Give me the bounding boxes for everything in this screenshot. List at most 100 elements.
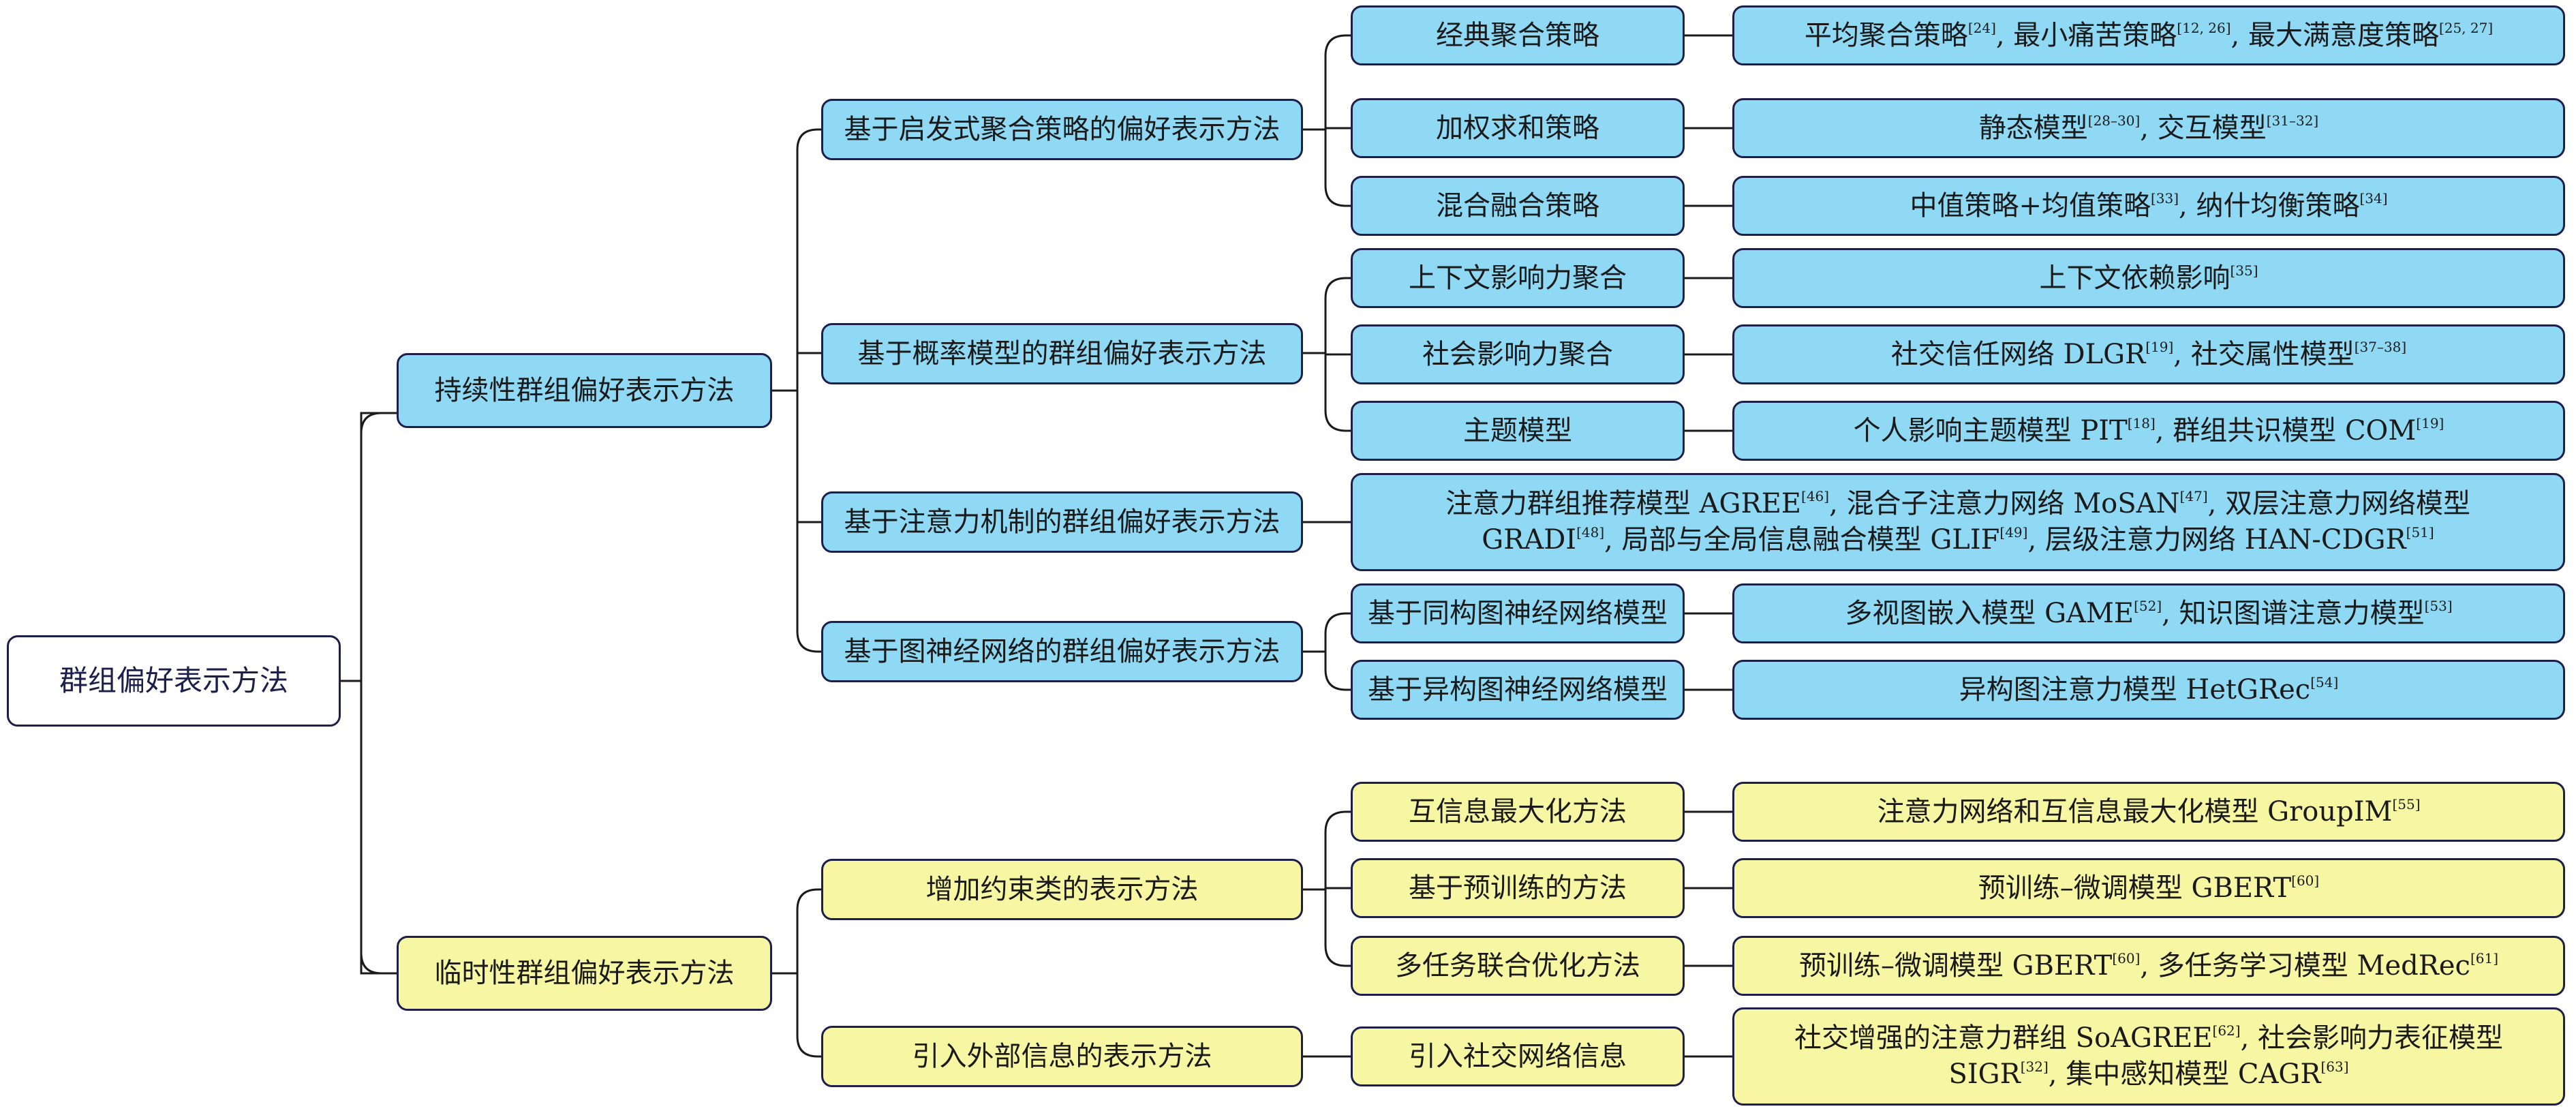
- node-constraint: 增加约束类的表示方法: [821, 859, 1303, 920]
- homo-label: 基于同构图神经网络模型: [1368, 597, 1668, 629]
- mixed-label: 混合融合策略: [1436, 189, 1599, 222]
- leaf-pretrain: 预训练–微调模型 GBERT[60]: [1732, 858, 2565, 918]
- multitask-label: 多任务联合优化方法: [1395, 949, 1640, 981]
- leaf-text: 预训练–微调模型 GBERT: [1798, 949, 2113, 981]
- connector-temporary-ends: [818, 888, 821, 1058]
- citation: [37–38]: [2354, 338, 2407, 355]
- leaf-text: 异构图注意力模型 HetGRec: [1959, 673, 2311, 705]
- node-context: 上下文影响力聚合: [1351, 248, 1685, 308]
- leaf-text: 社交信任网络 DLGR: [1890, 338, 2146, 370]
- leaf-text: 预训练–微调模型 GBERT: [1978, 872, 2292, 904]
- citation: [60]: [2291, 872, 2320, 889]
- leaf-text: 个人影响主题模型 PIT: [1853, 414, 2128, 446]
- leaf-text: GRADI: [1482, 524, 1577, 556]
- connector-root-temporary: [360, 953, 397, 975]
- persistent-label: 持续性群组偏好表示方法: [434, 374, 735, 406]
- leaf-text: 社交增强的注意力群组 SoAGREE: [1794, 1022, 2213, 1054]
- leaf-weighted-text: 静态模型[28–30], 交互模型[31–32]: [1979, 110, 2318, 147]
- leaf-text: , 局部与全局信息融合模型 GLIF: [1604, 524, 2000, 556]
- node-persistent: 持续性群组偏好表示方法: [397, 353, 772, 428]
- node-topic: 主题模型: [1351, 401, 1685, 461]
- leaf-pretrain-text: 预训练–微调模型 GBERT[60]: [1978, 870, 2319, 907]
- leaf-socialnet-line1: 社交增强的注意力群组 SoAGREE[62], 社会影响力表征模型: [1794, 1020, 2503, 1056]
- topic-label: 主题模型: [1463, 414, 1572, 446]
- gnn-label: 基于图神经网络的群组偏好表示方法: [844, 635, 1281, 667]
- leaf-hetero: 异构图注意力模型 HetGRec[54]: [1732, 660, 2565, 720]
- citation: [24]: [1967, 19, 1996, 36]
- social-label: 社会影响力聚合: [1422, 338, 1613, 370]
- leaf-socialnet-line2: SIGR[32], 集中感知模型 CAGR[63]: [1794, 1056, 2503, 1093]
- connector-prob: [1303, 277, 1351, 432]
- node-external: 引入外部信息的表示方法: [821, 1026, 1303, 1087]
- leaf-multitask-text: 预训练–微调模型 GBERT[60], 多任务学习模型 MedRec[61]: [1799, 948, 2498, 984]
- citation: [46]: [1801, 488, 1830, 505]
- citation: [53]: [2424, 597, 2453, 614]
- socialnet-label: 引入社交网络信息: [1409, 1040, 1627, 1072]
- connector-root-persistent: [360, 412, 397, 433]
- leaf-text: , 社交属性模型: [2173, 338, 2355, 370]
- citation: [54]: [2310, 673, 2339, 690]
- node-probabilistic: 基于概率模型的群组偏好表示方法: [821, 323, 1303, 384]
- leaf-social: 社交信任网络 DLGR[19], 社交属性模型[37–38]: [1732, 324, 2565, 384]
- citation: [35]: [2230, 262, 2258, 279]
- leaf-text: , 集中感知模型 CAGR: [2048, 1059, 2321, 1090]
- leaf-attention-text: 注意力群组推荐模型 AGREE[46], 混合子注意力网络 MoSAN[47],…: [1445, 486, 2470, 558]
- node-multitask: 多任务联合优化方法: [1351, 936, 1685, 996]
- citation: [32]: [2020, 1059, 2049, 1075]
- leaf-socialnet-text: 社交增强的注意力群组 SoAGREE[62], 社会影响力表征模型 SIGR[3…: [1794, 1020, 2503, 1093]
- leaf-text: , 混合子注意力网络 MoSAN: [1829, 488, 2180, 520]
- connector-root: [341, 412, 382, 975]
- leaf-mi: 注意力网络和互信息最大化模型 GroupIM[55]: [1732, 782, 2565, 842]
- node-heuristic: 基于启发式聚合策略的偏好表示方法: [821, 99, 1303, 160]
- leaf-attention-line2: GRADI[48], 局部与全局信息融合模型 GLIF[49], 层级注意力网络…: [1445, 522, 2470, 558]
- leaf-topic: 个人影响主题模型 PIT[18], 群组共识模型 COM[19]: [1732, 401, 2565, 461]
- leaf-socialnet: 社交增强的注意力群组 SoAGREE[62], 社会影响力表征模型 SIGR[3…: [1732, 1007, 2565, 1106]
- leaf-classic: 平均聚合策略[24], 最小痛苦策略[12, 26], 最大满意度策略[25, …: [1732, 5, 2565, 65]
- node-mixed: 混合融合策略: [1351, 176, 1685, 236]
- citation: [19]: [2416, 414, 2444, 431]
- temporary-label: 临时性群组偏好表示方法: [434, 957, 735, 989]
- citation: [25, 27]: [2438, 19, 2494, 36]
- citation: [18]: [2127, 414, 2156, 431]
- leaf-text: , 双层注意力网络模型: [2207, 488, 2471, 520]
- leaf-text: 静态模型: [1978, 112, 2088, 144]
- connector-temporary: [772, 888, 818, 1058]
- context-label: 上下文影响力聚合: [1409, 262, 1627, 294]
- connector-persistent: [772, 128, 818, 653]
- citation: [47]: [2179, 488, 2208, 505]
- citation: [33]: [2150, 189, 2179, 207]
- leaf-text: , 最大满意度策略: [2230, 19, 2439, 51]
- citation: [60]: [2112, 949, 2141, 967]
- leaf-homo-text: 多视图嵌入模型 GAME[52], 知识图谱注意力模型[53]: [1845, 596, 2452, 632]
- leaf-mixed-text: 中值策略+均值策略[33], 纳什均衡策略[34]: [1910, 188, 2387, 224]
- pretrain-label: 基于预训练的方法: [1409, 872, 1627, 904]
- leaf-text: 上下文依赖影响: [2039, 262, 2230, 294]
- leaf-homo: 多视图嵌入模型 GAME[52], 知识图谱注意力模型[53]: [1732, 583, 2565, 643]
- constraint-label: 增加约束类的表示方法: [925, 873, 1199, 905]
- citation: [28–30]: [2087, 112, 2141, 129]
- leaf-hetero-text: 异构图注意力模型 HetGRec[54]: [1959, 672, 2339, 708]
- node-social: 社会影响力聚合: [1351, 324, 1685, 384]
- leaf-text: , 最小痛苦策略: [1995, 19, 2177, 51]
- leaf-context-text: 上下文依赖影响[35]: [2039, 260, 2258, 296]
- citation: [19]: [2145, 338, 2174, 355]
- citation: [62]: [2212, 1022, 2241, 1039]
- node-gnn: 基于图神经网络的群组偏好表示方法: [821, 621, 1303, 682]
- node-hetero: 基于异构图神经网络模型: [1351, 660, 1685, 720]
- citation: [48]: [1576, 524, 1605, 541]
- node-socialnet: 引入社交网络信息: [1351, 1026, 1685, 1086]
- leaf-classic-text: 平均聚合策略[24], 最小痛苦策略[12, 26], 最大满意度策略[25, …: [1805, 18, 2493, 54]
- connector-gnn: [1303, 612, 1351, 691]
- node-classic: 经典聚合策略: [1351, 5, 1685, 65]
- leaf-mixed: 中值策略+均值策略[33], 纳什均衡策略[34]: [1732, 176, 2565, 236]
- node-pretrain: 基于预训练的方法: [1351, 858, 1685, 918]
- citation: [31–32]: [2266, 112, 2319, 129]
- leaf-text: , 多任务学习模型 MedRec: [2140, 949, 2470, 981]
- leaf-text: 注意力网络和互信息最大化模型 GroupIM: [1877, 795, 2393, 827]
- leaf-topic-text: 个人影响主题模型 PIT[18], 群组共识模型 COM[19]: [1854, 413, 2444, 449]
- citation: [55]: [2392, 795, 2421, 812]
- connector-heuristic: [1303, 34, 1351, 207]
- node-mi: 互信息最大化方法: [1351, 782, 1685, 842]
- citation: [49]: [1999, 524, 2028, 541]
- leaf-attention: 注意力群组推荐模型 AGREE[46], 混合子注意力网络 MoSAN[47],…: [1351, 473, 2565, 571]
